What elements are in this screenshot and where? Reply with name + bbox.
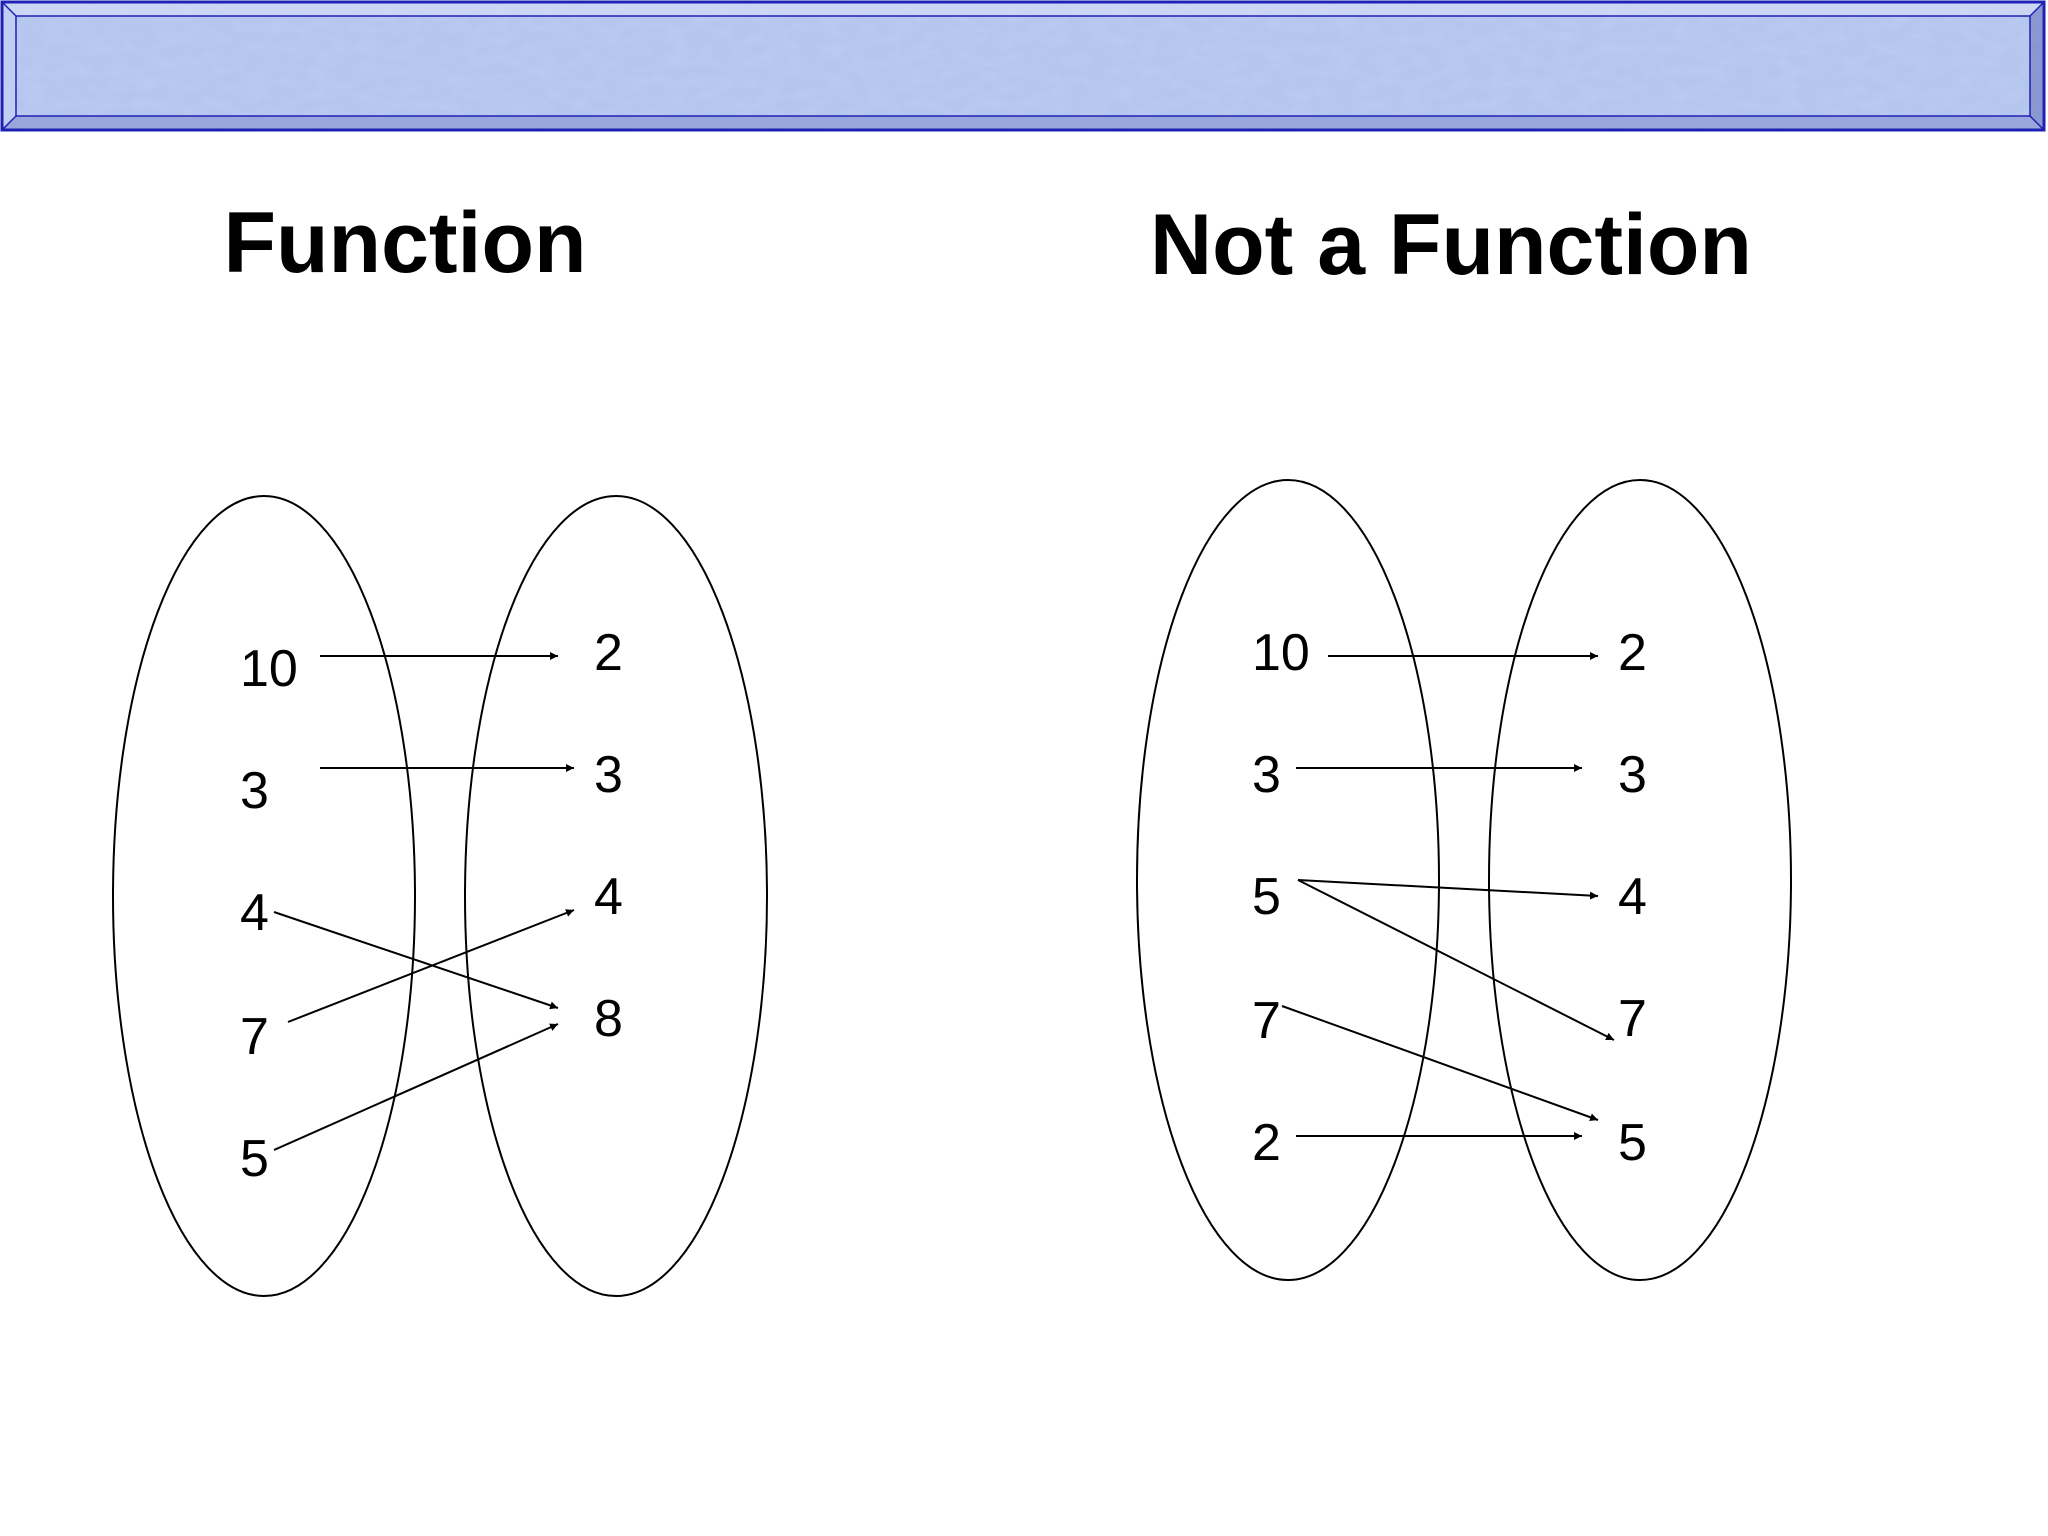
domain-value: 7 (240, 1008, 269, 1066)
panel-title: Function (223, 195, 586, 291)
domain-value: 10 (1252, 624, 1310, 682)
mapping-arrow (1281, 1005, 1599, 1122)
banner-bevel-left (2, 2, 16, 130)
range-oval (1488, 479, 1792, 1281)
mapping-arrow (287, 909, 575, 1023)
domain-value: 5 (240, 1130, 269, 1188)
domain-value: 5 (1252, 868, 1281, 926)
range-value: 3 (594, 746, 623, 804)
range-value: 3 (1618, 746, 1647, 804)
domain-value: 10 (240, 640, 298, 698)
range-value: 5 (1618, 1114, 1647, 1172)
range-value: 8 (594, 990, 623, 1048)
mapping-arrow (273, 1023, 559, 1151)
banner-bevel-right (2030, 2, 2044, 130)
banner-bevel-bottom (2, 116, 2044, 130)
banner-outer-border (0, 0, 2046, 132)
mapping-arrow (1297, 879, 1599, 900)
mapping-arrow (273, 911, 559, 1010)
title-banner (0, 0, 2046, 132)
domain-oval (1136, 479, 1440, 1281)
domain-value: 7 (1252, 992, 1281, 1050)
domain-value: 3 (240, 762, 269, 820)
range-value: 4 (594, 868, 623, 926)
banner-bevel-top (2, 2, 2044, 16)
mapping-arrow (1297, 879, 1615, 1041)
range-value: 4 (1618, 868, 1647, 926)
range-oval (464, 495, 768, 1297)
range-value: 7 (1618, 990, 1647, 1048)
range-value: 2 (594, 624, 623, 682)
domain-value: 4 (240, 884, 269, 942)
domain-value: 3 (1252, 746, 1281, 804)
domain-oval (112, 495, 416, 1297)
banner-inner-border (15, 15, 2031, 117)
range-value: 2 (1618, 624, 1647, 682)
panel-not-a-function: Not a Function 10 3 5 7 2 2 3 4 7 5 (1136, 197, 1792, 1281)
panel-title: Not a Function (1150, 197, 1752, 293)
panel-function: Function 10 3 4 7 5 2 3 4 8 (112, 195, 768, 1297)
banner-texture (2, 2, 2044, 130)
domain-value: 2 (1252, 1114, 1281, 1172)
